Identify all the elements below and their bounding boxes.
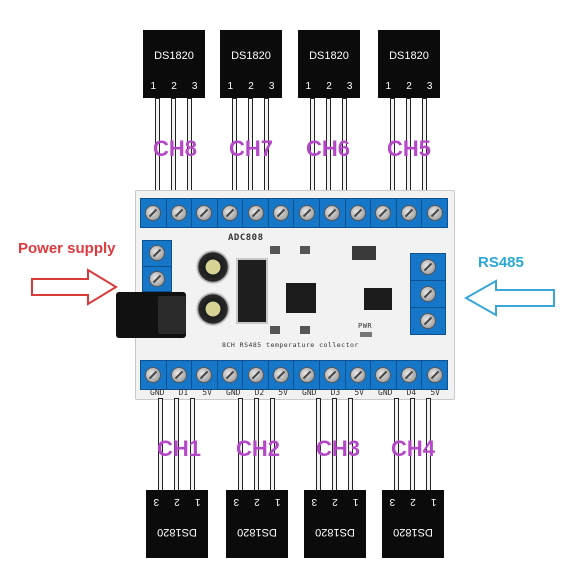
screw-icon [145, 367, 162, 383]
bottom-terminal-block [140, 360, 448, 390]
screw-icon [324, 367, 341, 383]
screw-icon [149, 270, 165, 287]
screw-icon [196, 205, 213, 221]
channel-label-ch1: CH1 [157, 436, 202, 461]
screw-icon [298, 367, 315, 383]
rs485-ic [364, 288, 392, 310]
board-model-label: ADC808 [228, 233, 264, 243]
board-caption: 8CH RS485 temperature collector [222, 341, 359, 349]
screw-icon [247, 367, 264, 383]
screw-icon [375, 367, 392, 383]
main-ic [286, 283, 316, 313]
screw-icon [145, 205, 162, 221]
screw-icon [273, 205, 290, 221]
screw-icon [222, 205, 239, 221]
screw-icon [298, 205, 315, 221]
channel-label-ch7: CH7 [229, 136, 274, 161]
capacitor [196, 250, 230, 284]
power-supply-label: Power supply [18, 240, 116, 257]
sensor-model-label: DS1820 [237, 526, 277, 538]
channel-label-ch5: CH5 [387, 136, 432, 161]
screw-icon [375, 205, 392, 221]
screw-icon [420, 313, 436, 329]
screw-icon [426, 367, 443, 383]
screw-icon [149, 245, 165, 262]
terminal-pin-labels: GND D1 5V GND D2 5V GND D3 5V GND D4 5V [150, 388, 440, 397]
channel-label-ch8: CH8 [153, 136, 198, 161]
screw-icon [420, 259, 436, 275]
rs485-terminal-block [410, 253, 446, 335]
sensor-model-label: DS1820 [393, 526, 433, 538]
capacitor [196, 292, 230, 326]
rs485-label: RS485 [478, 254, 524, 271]
voltage-regulator [236, 258, 268, 324]
screw-icon [247, 205, 264, 221]
sensor-model-label: DS1820 [315, 526, 355, 538]
screw-icon [170, 367, 187, 383]
channel-label-ch2: CH2 [236, 436, 281, 461]
screw-icon [273, 367, 290, 383]
power-arrow-icon [31, 268, 118, 306]
rs485-arrow-icon [464, 279, 555, 317]
screw-icon [349, 205, 366, 221]
sensor-model-label: DS1820 [231, 50, 271, 62]
screw-icon [222, 367, 239, 383]
top-terminal-block [140, 198, 448, 228]
channel-label-ch3: CH3 [316, 436, 361, 461]
channel-label-ch6: CH6 [306, 136, 351, 161]
sensor-model-label: DS1820 [309, 50, 349, 62]
screw-icon [349, 367, 366, 383]
pwr-label: PWR [358, 322, 373, 330]
header-pins [352, 246, 376, 260]
sensor-model-label: DS1820 [157, 526, 197, 538]
pwr-led [360, 332, 372, 337]
screw-icon [324, 205, 341, 221]
channel-label-ch4: CH4 [391, 436, 436, 461]
screw-icon [401, 205, 418, 221]
screw-icon [170, 205, 187, 221]
sensor-model-label: DS1820 [389, 50, 429, 62]
screw-icon [426, 205, 443, 221]
sensor-model-label: DS1820 [154, 50, 194, 62]
screw-icon [196, 367, 213, 383]
screw-icon [401, 367, 418, 383]
screw-icon [420, 286, 436, 302]
power-terminal-block [142, 240, 172, 292]
